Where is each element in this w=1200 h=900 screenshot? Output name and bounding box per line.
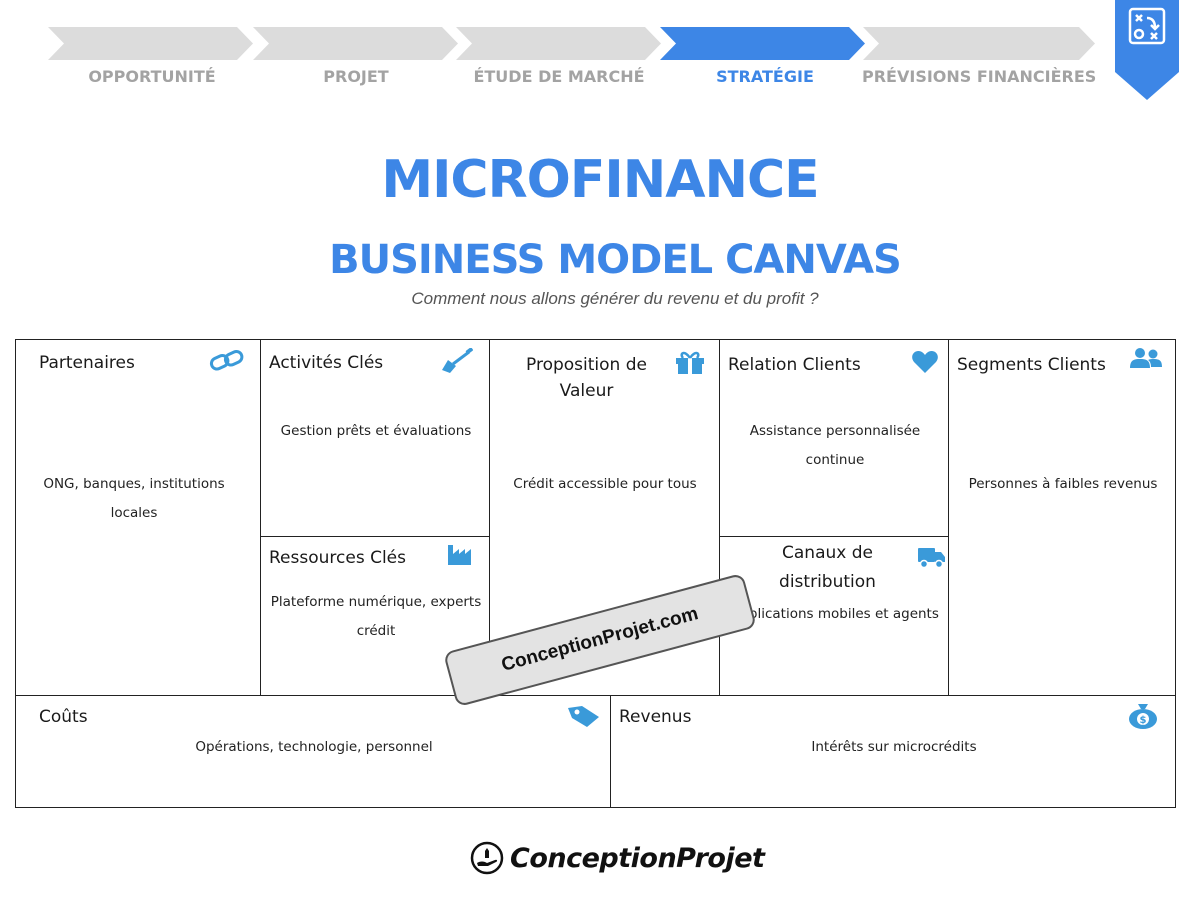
cell-text-revenus: Intérêts sur microcrédits (811, 739, 977, 755)
tag-icon (568, 706, 599, 727)
truck-icon (918, 548, 945, 569)
cell-title-activites: Activités Clés (269, 353, 384, 373)
cell-title-couts: Coûts (39, 707, 88, 727)
cell-title-segments: Segments Clients (957, 355, 1106, 375)
cell-title-proposition: Proposition de Valeur (526, 355, 647, 401)
step-chevron-opportunite[interactable] (48, 27, 253, 60)
cell-text-partenaires: ONG, banques, institutions locales (43, 476, 225, 521)
cell-couts: Coûts Opérations, technologie, personnel (15, 695, 611, 808)
page-title: MICROFINANCE (381, 150, 819, 210)
step-chevron-strategie[interactable] (660, 27, 865, 60)
svg-text:$: $ (1140, 715, 1147, 726)
cell-text-relation: Assistance personnalisée continue (749, 423, 921, 468)
page-subtitle: BUSINESS MODEL CANVAS (329, 237, 902, 283)
cell-segments-clients: Segments Clients Personnes à faibles rev… (948, 339, 1176, 696)
step-chevron-projet[interactable] (253, 27, 458, 60)
cell-text-couts: Opérations, technologie, personnel (195, 739, 433, 755)
page-tagline: Comment nous allons générer du revenu et… (411, 289, 819, 308)
step-label-strategie[interactable]: STRATÉGIE (716, 67, 814, 86)
progress-steps: OPPORTUNITÉ PROJET ÉTUDE DE MARCHÉ STRAT… (0, 0, 1200, 100)
step-label-opportunite[interactable]: OPPORTUNITÉ (88, 67, 216, 86)
cell-text-activites: Gestion prêts et évaluations (280, 423, 472, 439)
cell-text-proposition: Crédit accessible pour tous (513, 476, 697, 492)
logo-emblem-icon (470, 841, 504, 875)
link-icon (209, 349, 244, 371)
gift-icon (676, 351, 704, 374)
factory-icon (448, 545, 471, 565)
step-chevron-etude-marche[interactable] (456, 27, 661, 60)
strategy-board-icon (1128, 7, 1166, 45)
cell-activites-cles: Activités Clés Gestion prêts et évaluati… (260, 339, 490, 537)
cell-title-canaux: Canaux de distribution (779, 543, 876, 592)
cell-title-relation: Relation Clients (728, 355, 861, 375)
step-chevron-previsions[interactable] (863, 27, 1095, 60)
cell-partenaires: Partenaires ONG, banques, institutions l… (15, 339, 261, 696)
cell-canaux-distribution: Canaux de distribution Applications mobi… (719, 536, 949, 696)
cell-text-canaux: Applications mobiles et agents (731, 606, 939, 622)
users-icon (1130, 348, 1162, 368)
cell-text-segments: Personnes à faibles revenus (968, 476, 1158, 492)
heart-icon (912, 351, 938, 373)
cell-title-revenus: Revenus (619, 707, 692, 727)
step-label-previsions[interactable]: PRÉVISIONS FINANCIÈRES (862, 67, 1097, 86)
money-bag-icon: $ (1129, 704, 1157, 729)
cell-relation-clients: Relation Clients Assistance personnalisé… (719, 339, 949, 537)
step-label-etude-marche[interactable]: ÉTUDE DE MARCHÉ (473, 67, 645, 86)
cell-revenus: Revenus $ Intérêts sur microcrédits (610, 695, 1176, 808)
cell-text-ressources: Plateforme numérique, experts crédit (270, 594, 482, 639)
shovel-icon (442, 348, 473, 373)
footer-logo[interactable]: ConceptionProjet (470, 836, 765, 880)
step-label-projet[interactable]: PROJET (323, 67, 389, 86)
cell-title-ressources: Ressources Clés (269, 548, 406, 568)
footer-logo-text: ConceptionProjet (510, 842, 765, 874)
cell-title-partenaires: Partenaires (39, 353, 135, 373)
